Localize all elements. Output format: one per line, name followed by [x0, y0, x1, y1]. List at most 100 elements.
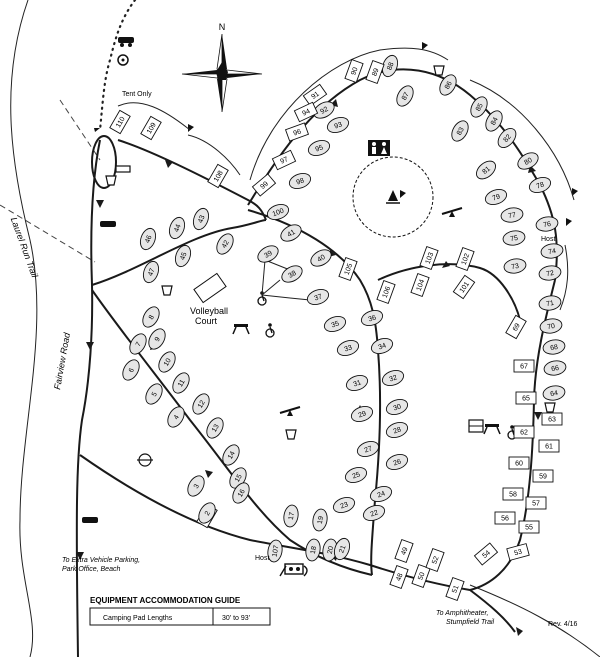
campsite-number: 15	[234, 473, 244, 483]
campsite-52: 52	[425, 547, 445, 573]
extra-parking-label: To Extra Vehicle Parking,	[62, 557, 140, 564]
campsite-number: 65	[522, 396, 530, 403]
campsite-number: 84	[490, 116, 500, 126]
campsite-number: 63	[548, 417, 556, 424]
campsite-number: 52	[431, 555, 440, 565]
campsite-88: 88	[381, 54, 399, 78]
campsite-number: 21	[338, 544, 347, 554]
campsite-number: 86	[444, 80, 454, 90]
campsite-number: 12	[197, 399, 207, 409]
campsite-2: 2	[198, 502, 216, 524]
campsite-number: 23	[339, 501, 349, 510]
campsite-number: 9	[154, 336, 162, 343]
host-label-bottom: Host	[255, 555, 269, 562]
campsite-94: 94	[293, 101, 319, 123]
campsite-29: 29	[350, 405, 374, 423]
campsite-33: 33	[336, 339, 360, 357]
guide-row-label: Camping Pad Lengths	[103, 615, 173, 622]
campsite-number: 82	[503, 133, 513, 144]
campsite-number: 105	[344, 263, 355, 276]
campsite-number: 46	[144, 234, 153, 244]
campsite-number: 24	[376, 490, 386, 499]
extra-parking-label-2: Park Office, Beach	[62, 566, 120, 573]
campsite-55: 55	[518, 520, 540, 534]
dump-station-icon	[468, 419, 484, 433]
campsite-17: 17	[283, 504, 299, 528]
campsite-number: 5	[151, 391, 159, 398]
campsite-7: 7	[129, 333, 147, 355]
campsite-71: 71	[538, 295, 562, 311]
campsite-number: 22	[369, 509, 379, 518]
campsite-number: 100	[272, 208, 285, 219]
volleyball-label-2: Court	[195, 316, 218, 326]
campsite-number: 53	[514, 549, 523, 558]
campsite-66: 66	[543, 360, 567, 376]
volleyball-label: Volleyball	[190, 306, 228, 316]
campsite-number: 71	[546, 300, 555, 308]
campsite-number: 29	[357, 410, 367, 419]
picnic-table-icon	[232, 324, 501, 435]
campsite-19: 19	[312, 508, 328, 532]
campsite-85: 85	[470, 96, 488, 118]
campsite-8: 8	[142, 306, 160, 328]
campsite-93: 93	[326, 116, 350, 134]
campsite-number: 3	[193, 483, 201, 490]
campsite-23: 23	[332, 496, 356, 514]
campsite-43: 43	[192, 207, 210, 231]
campsite-102: 102	[455, 246, 475, 272]
campsite-47: 47	[142, 260, 160, 284]
accessible-paths	[261, 259, 311, 301]
campsite-92: 92	[313, 101, 335, 119]
campsite-45: 45	[174, 244, 192, 268]
campsite-78: 78	[528, 176, 552, 194]
tent-marker-icons	[94, 42, 578, 226]
laurel-run-trail-path	[0, 204, 96, 263]
campsite-number: 40	[316, 254, 326, 264]
campsite-27: 27	[356, 440, 380, 458]
campsite-48: 48	[389, 564, 409, 590]
campsite-59: 59	[532, 469, 554, 483]
campsite-110: 110	[109, 109, 131, 135]
campsite-number: 49	[400, 546, 409, 556]
campsite-37: 37	[306, 288, 330, 306]
campsite-18: 18	[305, 538, 321, 562]
campsite-73: 73	[503, 258, 527, 274]
north-arrow-icon: N	[181, 22, 263, 113]
campsite-number: 14	[227, 450, 237, 460]
campsite-number: 109	[146, 122, 158, 136]
campsite-number: 66	[551, 365, 560, 373]
campsite-22: 22	[362, 504, 386, 522]
seesaw-icon	[279, 406, 301, 416]
campsite-number: 78	[535, 181, 545, 190]
campsite-number: 44	[173, 223, 182, 233]
campsite-number: 62	[520, 430, 528, 437]
campsite-74: 74	[540, 243, 564, 259]
campsite-60: 60	[508, 456, 530, 470]
campsites: 1234567891011121314151617181920212223242…	[109, 54, 567, 602]
campsite-21: 21	[333, 537, 351, 561]
campsite-number: 83	[456, 126, 466, 136]
bracket-left	[187, 134, 241, 176]
tent-only-bracket	[117, 102, 191, 131]
campsite-number: 96	[292, 128, 302, 137]
campsite-64: 64	[542, 385, 566, 401]
footpath	[98, 0, 137, 132]
campsite-34: 34	[370, 337, 394, 355]
campsite-16: 16	[232, 482, 250, 504]
campsite-number: 70	[547, 323, 556, 331]
campsite-61: 61	[538, 439, 560, 453]
campsite-35: 35	[323, 315, 347, 333]
campsite-42: 42	[216, 233, 234, 255]
amphitheater-label-2: Stumpfield Trail	[446, 619, 495, 626]
campsite-number: 10	[163, 357, 173, 367]
campsite-87: 87	[396, 85, 414, 107]
campsite-96: 96	[284, 122, 310, 142]
campsite-number: 91	[310, 91, 320, 101]
campsite-46: 46	[139, 227, 157, 251]
campfire-icon	[386, 190, 400, 204]
campsite-number: 56	[501, 516, 509, 523]
campsite-44: 44	[168, 216, 186, 240]
campsite-number: 32	[388, 374, 398, 383]
host-label-right: Host	[541, 236, 555, 243]
campsite-number: 81	[481, 166, 492, 176]
